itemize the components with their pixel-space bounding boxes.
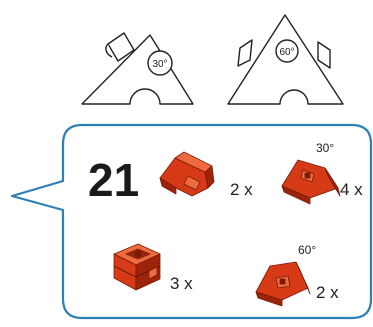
diagram-60-degree-wedge	[227, 14, 344, 105]
part-icon-60-wedge	[255, 261, 311, 307]
diagram-60-angle-circle	[275, 39, 299, 63]
part-qty-square-block: 3 x	[170, 274, 193, 293]
part-icon-30-wedge	[281, 159, 341, 205]
diagram-30-block	[105, 32, 135, 62]
diagram-60-left-block	[237, 39, 253, 67]
diagram-60-angle-label: 60°	[279, 47, 294, 58]
part-icon-v-block	[159, 151, 215, 197]
diagram-60-right-block	[317, 41, 331, 69]
part-qty-v-block: 2 x	[230, 180, 253, 199]
part-qty-60-wedge: 2 x	[316, 283, 339, 302]
diagram-30-degree-wedge	[81, 32, 194, 105]
step-number: 21	[88, 154, 139, 206]
diagram-30-angle-label: 30°	[152, 59, 167, 70]
part-angle-30: 30°	[316, 141, 334, 155]
diagram-30-angle-circle	[147, 50, 173, 76]
part-angle-60: 60°	[298, 243, 316, 257]
diagram-30-wedge-outline	[81, 34, 194, 105]
part-qty-30-wedge: 4 x	[340, 180, 363, 199]
part-icon-square-block	[113, 243, 161, 291]
